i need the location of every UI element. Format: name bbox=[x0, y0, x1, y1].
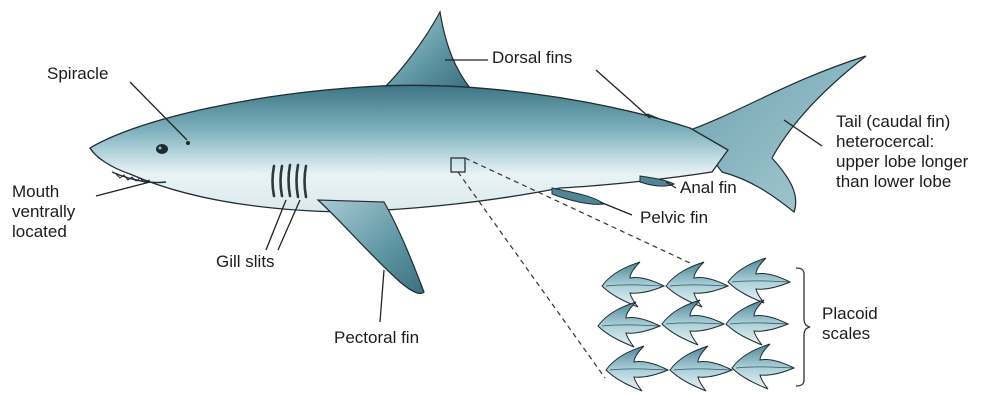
tail-label-line-1: Tail (caudal fin) bbox=[836, 112, 968, 132]
spiracle-shape bbox=[186, 141, 190, 145]
eye-shape bbox=[156, 144, 168, 154]
mouth-label: Mouth ventrally located bbox=[12, 182, 75, 242]
pectoral-fin-label: Pectoral fin bbox=[334, 328, 419, 348]
shark-body-shape bbox=[90, 85, 728, 212]
tail-label: Tail (caudal fin) heterocercal: upper lo… bbox=[836, 112, 968, 192]
pelvic-fin-label: Pelvic fin bbox=[640, 208, 708, 228]
placoid-scales-label-line-1: Placoid bbox=[822, 304, 878, 324]
mouth-label-line-2: ventrally bbox=[12, 202, 75, 222]
placoid-scales-label: Placoid scales bbox=[822, 304, 878, 344]
spiracle-label: Spiracle bbox=[47, 64, 108, 84]
pelvic-fin-shape bbox=[552, 188, 604, 204]
placoid-scales-shape bbox=[598, 258, 794, 391]
dorsal-fins-label: Dorsal fins bbox=[492, 48, 572, 68]
pectoral-fin-shape bbox=[318, 200, 424, 294]
tail-label-line-2: heterocercal: bbox=[836, 132, 968, 152]
tail-label-line-3: upper lobe longer bbox=[836, 152, 968, 172]
scales-bracket bbox=[796, 268, 810, 386]
mouth-label-line-3: located bbox=[12, 222, 75, 242]
placoid-scales-label-line-2: scales bbox=[822, 324, 878, 344]
gill-slits-label: Gill slits bbox=[216, 252, 275, 272]
first-dorsal-fin-shape bbox=[384, 12, 470, 88]
tail-label-line-4: than lower lobe bbox=[836, 172, 968, 192]
anal-fin-label: Anal fin bbox=[680, 178, 737, 198]
mouth-label-line-1: Mouth bbox=[12, 182, 75, 202]
